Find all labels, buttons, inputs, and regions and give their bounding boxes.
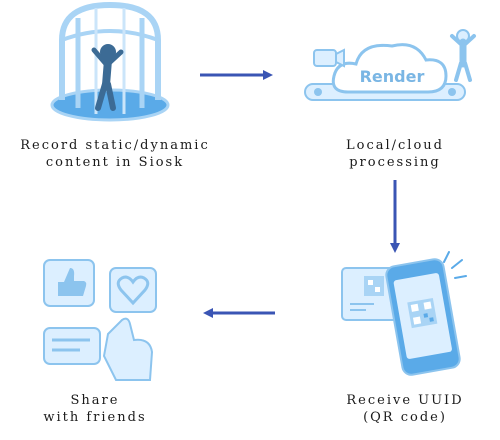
share-caption: Share with friends [10,392,180,426]
record-caption-line2: content in Siosk [45,155,185,170]
person-icon [450,29,476,82]
process-caption: Local/cloud processing [300,137,490,171]
receive-caption-line1: Receive UUID [346,393,464,408]
phone-qr-icon [341,251,467,376]
camera-icon [313,48,345,68]
record-caption: Record static/dynamic content in Siosk [0,137,230,171]
booth-icon [50,1,170,122]
share-caption-line1: Share [70,393,120,408]
process-caption-line1: Local/cloud [346,138,444,153]
social-icon [43,259,157,381]
record-caption-line1: Record static/dynamic [20,138,210,153]
share-caption-line2: with friends [43,410,147,425]
receive-caption: Receive UUID (QR code) [320,392,490,426]
render-label: Render [360,67,425,86]
cloud-icon: Render [304,43,466,101]
receive-caption-line2: (QR code) [363,410,447,425]
process-caption-line2: processing [349,155,441,170]
